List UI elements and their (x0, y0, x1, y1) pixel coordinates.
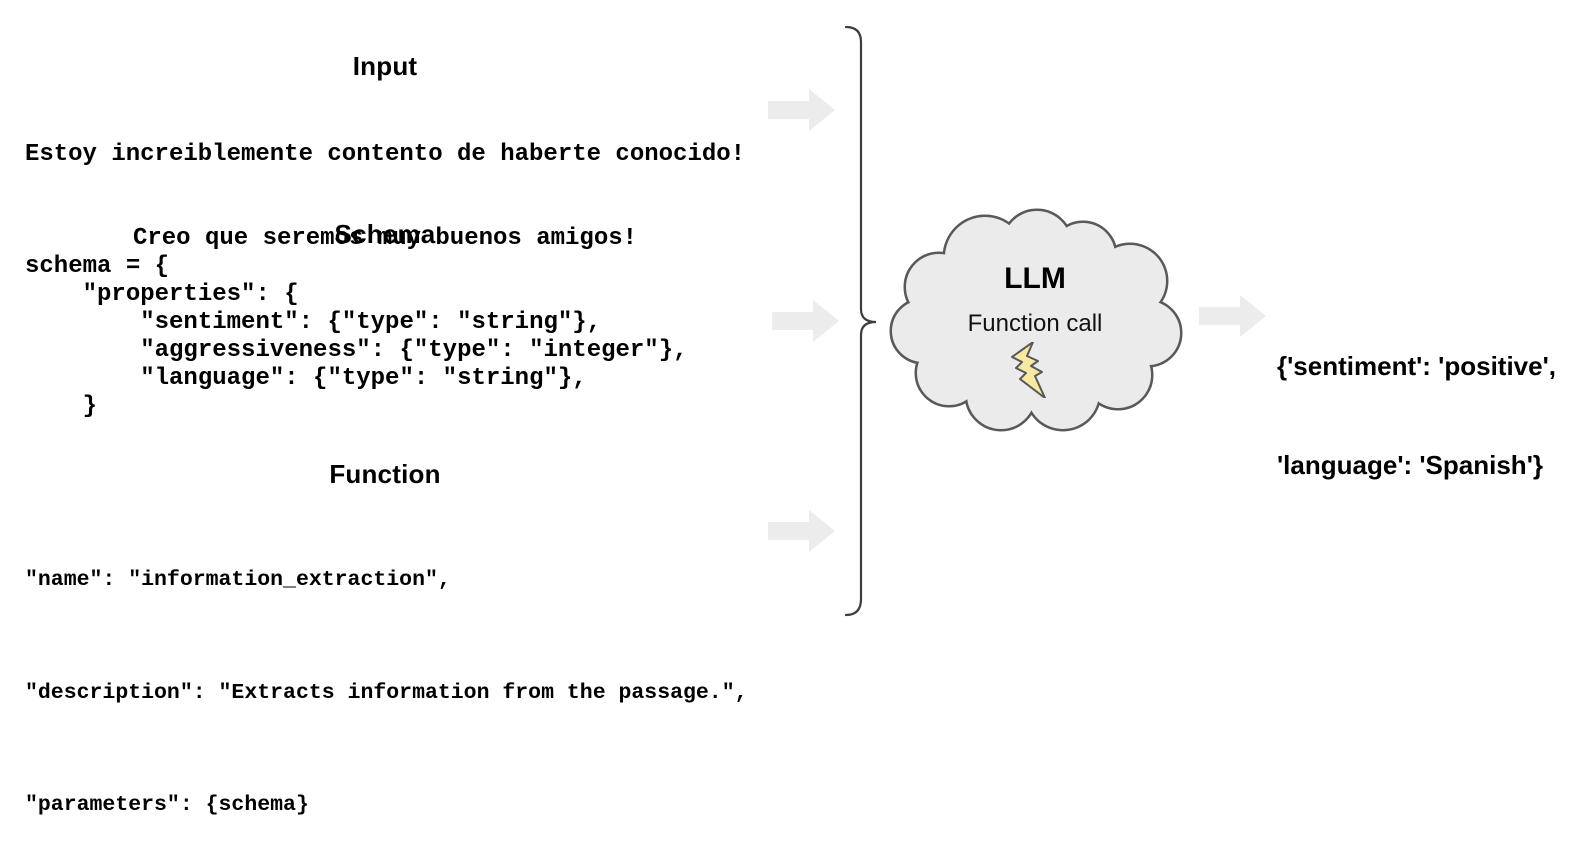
function-code-line: "name": "information_extraction", (25, 568, 451, 592)
function-call-label: Function call (967, 310, 1103, 337)
function-code-line: "parameters": {schema} (25, 793, 309, 817)
output-line: 'language': 'Spanish'} (1277, 450, 1543, 480)
input-text-line: Estoy increiblemente contento de haberte… (24, 141, 746, 168)
llm-cloud (889, 208, 1183, 432)
lightning-bolt-icon (1011, 342, 1046, 398)
schema-code-block: schema = { "properties": { "sentiment": … (25, 253, 688, 420)
gather-brace (844, 25, 877, 617)
function-code-block: "name": "information_extraction", "descr… (25, 487, 748, 862)
flow-arrow-function (768, 510, 835, 552)
flow-arrow-schema (772, 300, 839, 342)
llm-output-text: {'sentiment': 'positive', 'language': 'S… (1277, 284, 1556, 515)
schema-section-title: Schema (334, 219, 436, 249)
input-section-title: Input (352, 51, 418, 81)
output-arrow (1199, 295, 1266, 337)
function-code-line: "description": "Extracts information fro… (25, 680, 748, 705)
llm-title: LLM (1004, 262, 1066, 295)
output-line: {'sentiment': 'positive', (1277, 351, 1557, 381)
flow-arrow-input (768, 89, 835, 131)
input-text: Estoy increiblemente contento de haberte… (0, 85, 770, 281)
input-text-line: Creo que seremos muy buenos amigos! (132, 225, 638, 252)
function-section-title: Function (329, 459, 441, 489)
